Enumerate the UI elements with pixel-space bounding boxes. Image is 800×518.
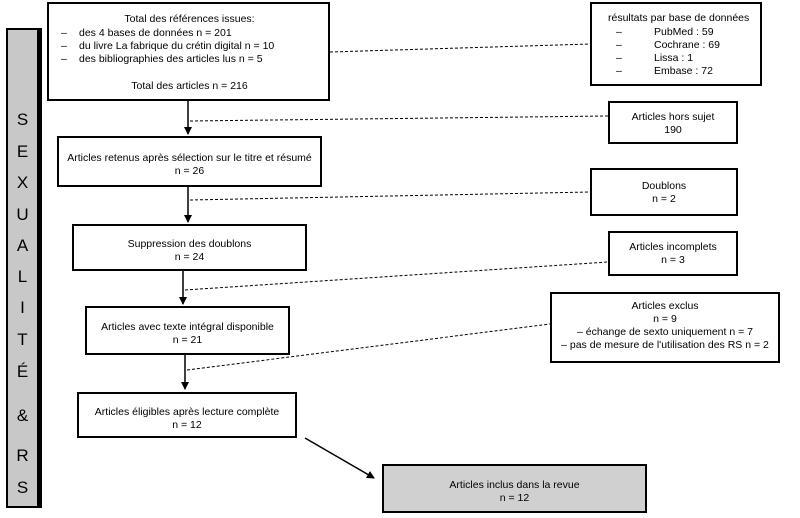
dashed-link bbox=[189, 115, 609, 122]
sidebar-letter: I bbox=[20, 298, 25, 317]
incomplete-label: Articles incomplets bbox=[629, 241, 717, 253]
off-topic-label: Articles hors sujet bbox=[631, 111, 715, 123]
excluded-reason: – échange de sexto uniquement n = 7 bbox=[576, 326, 753, 338]
dashed-link bbox=[186, 323, 551, 371]
incomplete-count: n = 3 bbox=[661, 254, 685, 266]
included-count: n = 12 bbox=[499, 492, 530, 504]
identification-box: Total des références issues: des 4 bases… bbox=[47, 2, 330, 101]
sidebar-letter: U bbox=[16, 205, 29, 224]
excluded-box: Articles exclus n = 9 – échange de sexto… bbox=[550, 292, 780, 363]
databases-title: résultats par base de données bbox=[608, 12, 750, 24]
sidebar-letter: S bbox=[16, 478, 29, 497]
sidebar-letter: E bbox=[16, 142, 29, 161]
database-item: Embase : 72 bbox=[616, 65, 752, 78]
fulltext-label: Articles avec texte intégral disponible bbox=[101, 321, 274, 333]
excluded-label: Articles exclus bbox=[631, 300, 699, 312]
database-item: PubMed : 59 bbox=[616, 26, 752, 39]
sidebar-letter: S bbox=[16, 110, 29, 129]
fulltext-box: Articles avec texte intégral disponible … bbox=[85, 306, 290, 355]
duplicates-count: n = 2 bbox=[652, 193, 676, 205]
identification-total: Total des articles n = 216 bbox=[131, 80, 248, 92]
sidebar-letter: T bbox=[17, 330, 28, 349]
sidebar-letter: L bbox=[17, 267, 28, 286]
databases-box: résultats par base de données PubMed : 5… bbox=[590, 2, 762, 86]
dashed-link bbox=[184, 261, 609, 291]
sidebar-letter: É bbox=[16, 362, 29, 381]
identification-item: du livre La fabrique du crétin digital n… bbox=[61, 40, 318, 53]
eligible-box: Articles éligibles après lecture complèt… bbox=[77, 392, 297, 438]
identification-item: des bibliographies des articles lus n = … bbox=[61, 53, 318, 66]
retained-count: n = 26 bbox=[174, 165, 205, 177]
retained-label: Articles retenus après sélection sur le … bbox=[67, 152, 312, 164]
duplicates-label: Doublons bbox=[641, 180, 687, 192]
sidebar-letter: A bbox=[16, 236, 29, 255]
sidebar-topic: S E X U A L I T É & R S bbox=[6, 28, 39, 508]
off-topic-box: Articles hors sujet 190 bbox=[608, 101, 738, 144]
sidebar-letter: & bbox=[16, 406, 29, 425]
dashed-link bbox=[329, 43, 591, 53]
dedup-label: Suppression des doublons bbox=[127, 238, 252, 250]
database-item: Cochrane : 69 bbox=[616, 39, 752, 52]
excluded-reason: – pas de mesure de l'utilisation des RS … bbox=[561, 339, 769, 351]
arrow bbox=[304, 437, 375, 479]
incomplete-box: Articles incomplets n = 3 bbox=[608, 231, 738, 276]
dashed-link bbox=[189, 191, 591, 201]
fulltext-count: n = 21 bbox=[172, 334, 203, 346]
eligible-count: n = 12 bbox=[172, 419, 202, 431]
eligible-label: Articles éligibles après lecture complèt… bbox=[94, 406, 280, 418]
dedup-count: n = 24 bbox=[174, 251, 205, 263]
included-label: Articles inclus dans la revue bbox=[449, 479, 580, 491]
sidebar-letter: X bbox=[16, 173, 29, 192]
off-topic-count: 190 bbox=[664, 124, 682, 136]
retained-box: Articles retenus après sélection sur le … bbox=[57, 136, 322, 187]
database-item: Lissa : 1 bbox=[616, 52, 752, 65]
excluded-count: n = 9 bbox=[653, 313, 677, 325]
included-box: Articles inclus dans la revue n = 12 bbox=[382, 464, 647, 513]
duplicates-box: Doublons n = 2 bbox=[590, 168, 738, 216]
sidebar-letter: R bbox=[16, 446, 29, 465]
identification-title: Total des références issues: bbox=[124, 13, 255, 25]
dedup-box: Suppression des doublons n = 24 bbox=[72, 224, 307, 271]
identification-item: des 4 bases de données n = 201 bbox=[61, 27, 318, 40]
